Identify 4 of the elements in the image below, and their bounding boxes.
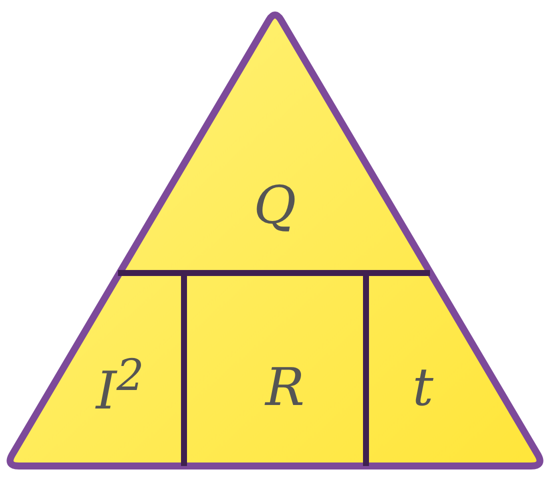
formula-symbol: I$^{2}$ <box>70 355 170 425</box>
formula-symbol: t <box>378 362 468 426</box>
formula-symbol: R <box>235 362 335 426</box>
formula-symbol: Q <box>215 180 335 244</box>
